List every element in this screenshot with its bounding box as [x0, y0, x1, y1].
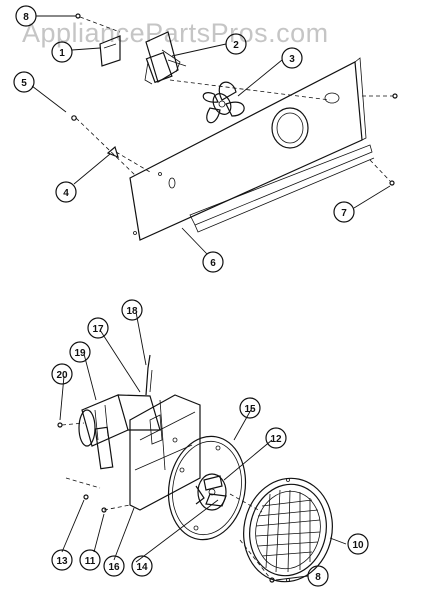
bottom-screws [57, 422, 275, 583]
callout-label: 17 [92, 324, 104, 335]
callout-label: 18 [126, 306, 138, 317]
callout-6: 6 [202, 251, 224, 273]
callout-16: 16 [103, 555, 125, 577]
callout-7: 7 [333, 201, 355, 223]
callout-label: 1 [59, 48, 65, 59]
watermark: AppliancePartsPros.com [22, 18, 329, 48]
callout-19: 19 [69, 341, 91, 363]
callout-label: 8 [23, 12, 29, 23]
callout-10: 10 [347, 533, 369, 555]
callout-label: 15 [244, 404, 256, 415]
fan-motor [144, 31, 187, 85]
callout-14: 14 [131, 555, 153, 577]
callout-label: 12 [270, 434, 282, 445]
back-panel [129, 57, 375, 241]
callout-3: 3 [281, 47, 303, 69]
callout-8-bottom: 8 [307, 565, 329, 587]
callout-label: 2 [233, 40, 239, 51]
fan-blade [202, 81, 245, 124]
callout-13: 13 [51, 549, 73, 571]
callout-2: 2 [225, 33, 247, 55]
callout-18: 18 [121, 299, 143, 321]
callout-label: 19 [74, 348, 86, 359]
callout-17: 17 [87, 317, 109, 339]
callout-20: 20 [51, 363, 73, 385]
callout-label: 11 [85, 556, 96, 567]
fan-baffle [167, 435, 247, 541]
convection-fan [195, 473, 227, 511]
convection-motor [78, 394, 161, 470]
callout-label: 13 [56, 556, 68, 567]
callout-label: 3 [289, 54, 295, 65]
motor-bracket [99, 35, 121, 67]
wire-lead [145, 354, 153, 396]
callout-label: 7 [341, 208, 347, 219]
leader-lines [31, 15, 391, 581]
callout-4: 4 [55, 181, 77, 203]
callout-label: 4 [63, 188, 69, 199]
callout-11: 11 [79, 549, 101, 571]
callout-label: 10 [352, 540, 364, 551]
callout-label: 5 [21, 78, 27, 89]
callout-label: 6 [210, 258, 216, 269]
callout-8-top: 8 [15, 5, 37, 27]
callout-label: 20 [56, 370, 68, 381]
top-screws [71, 13, 398, 186]
motor-bracket-assembly [129, 394, 201, 511]
callout-1: 1 [51, 41, 73, 63]
callout-label: 14 [136, 562, 148, 573]
callout-15: 15 [239, 397, 261, 419]
callout-12: 12 [265, 427, 287, 449]
fan-cover [243, 477, 333, 583]
callout-label: 8 [315, 572, 321, 583]
callout-5: 5 [13, 71, 35, 93]
callout-label: 16 [108, 562, 120, 573]
